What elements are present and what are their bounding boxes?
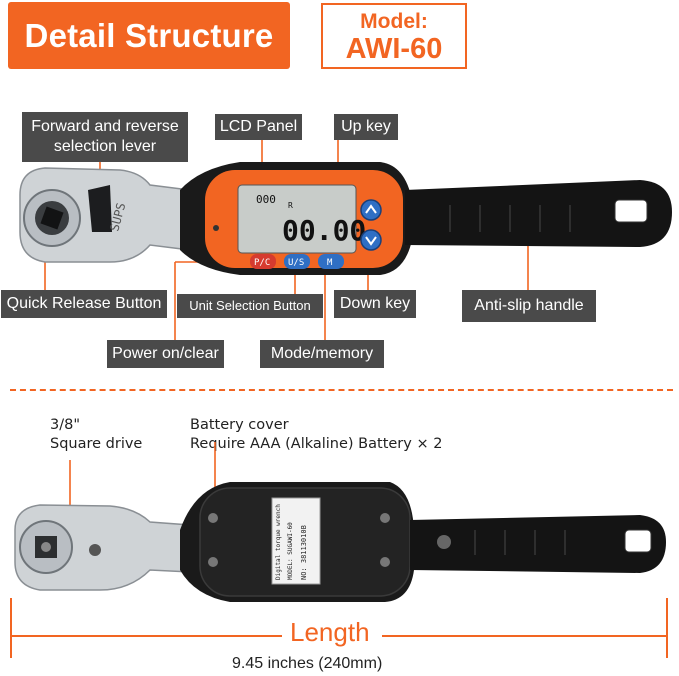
forward-reverse-line2: selection lever bbox=[53, 138, 157, 155]
up-key-label: Up key bbox=[334, 114, 398, 140]
page-title: Detail Structure bbox=[8, 2, 290, 69]
square-drive-line1: 3/8" bbox=[50, 417, 81, 433]
square-drive-label: 3/8" Square drive bbox=[50, 416, 142, 454]
m-button-label: M bbox=[327, 258, 333, 268]
model-value: AWI-60 bbox=[345, 33, 443, 65]
m-button[interactable] bbox=[318, 254, 344, 269]
pc-button[interactable] bbox=[250, 254, 276, 269]
lcd-screen bbox=[237, 184, 357, 254]
forward-reverse-line1: Forward and reverse bbox=[31, 118, 179, 135]
wrench-top-view: SUPS 000 R 00.00 P/C U/S M bbox=[19, 140, 672, 340]
wrench-body: 000 R 00.00 P/C U/S M bbox=[180, 162, 412, 275]
lcd-reading: 00.00 bbox=[282, 214, 366, 247]
length-label: Length bbox=[290, 617, 370, 647]
down-key-label: Down key bbox=[334, 290, 416, 318]
mode-memory-label: Mode/memory bbox=[260, 340, 384, 368]
quick-release-label: Quick Release Button bbox=[1, 290, 167, 318]
lcd-small-reading: 000 bbox=[256, 193, 276, 206]
model-box: Model: AWI-60 bbox=[321, 3, 467, 69]
lcd-unit-marker: R bbox=[288, 201, 293, 210]
down-key-button[interactable] bbox=[360, 229, 382, 251]
chevron-down-icon bbox=[365, 236, 377, 246]
spec-sticker bbox=[271, 497, 321, 585]
length-dimension bbox=[10, 598, 668, 658]
sticker-line2: MODEL: SUGAWI-60 bbox=[287, 522, 294, 580]
square-drive-line2: Square drive bbox=[50, 436, 143, 452]
sticker-line1: Digital torque wrench bbox=[275, 504, 282, 580]
anti-slip-label: Anti-slip handle bbox=[462, 290, 596, 322]
lcd-panel-label: LCD Panel bbox=[215, 114, 302, 140]
us-button-label: U/S bbox=[288, 258, 304, 268]
unit-selection-label: Unit Selection Button bbox=[177, 294, 323, 318]
sticker-line3: NO: 38113010B bbox=[300, 525, 308, 580]
power-clear-label: Power on/clear bbox=[107, 340, 224, 368]
hang-hole bbox=[614, 199, 648, 223]
section-divider bbox=[10, 389, 673, 391]
ratchet-head: SUPS bbox=[19, 167, 191, 263]
model-label: Model: bbox=[360, 10, 428, 33]
handle-screw bbox=[437, 535, 451, 549]
up-key-button[interactable] bbox=[360, 199, 382, 221]
chevron-up-icon bbox=[365, 204, 377, 214]
battery-label: Battery cover Require AAA (Alkaline) Bat… bbox=[190, 416, 442, 454]
battery-line1: Battery cover bbox=[190, 417, 289, 433]
battery-line2: Require AAA (Alkaline) Battery × 2 bbox=[190, 436, 443, 452]
pc-button-label: P/C bbox=[254, 258, 270, 268]
length-value: 9.45 inches (240mm) bbox=[232, 655, 383, 672]
forward-reverse-lever-label: Forward and reverse selection lever bbox=[22, 112, 188, 162]
wrench-bottom-view: Digital torque wrench MODEL: SUGAWI-60 N… bbox=[10, 442, 668, 658]
anti-slip-handle bbox=[405, 180, 672, 247]
us-button[interactable] bbox=[284, 254, 310, 269]
